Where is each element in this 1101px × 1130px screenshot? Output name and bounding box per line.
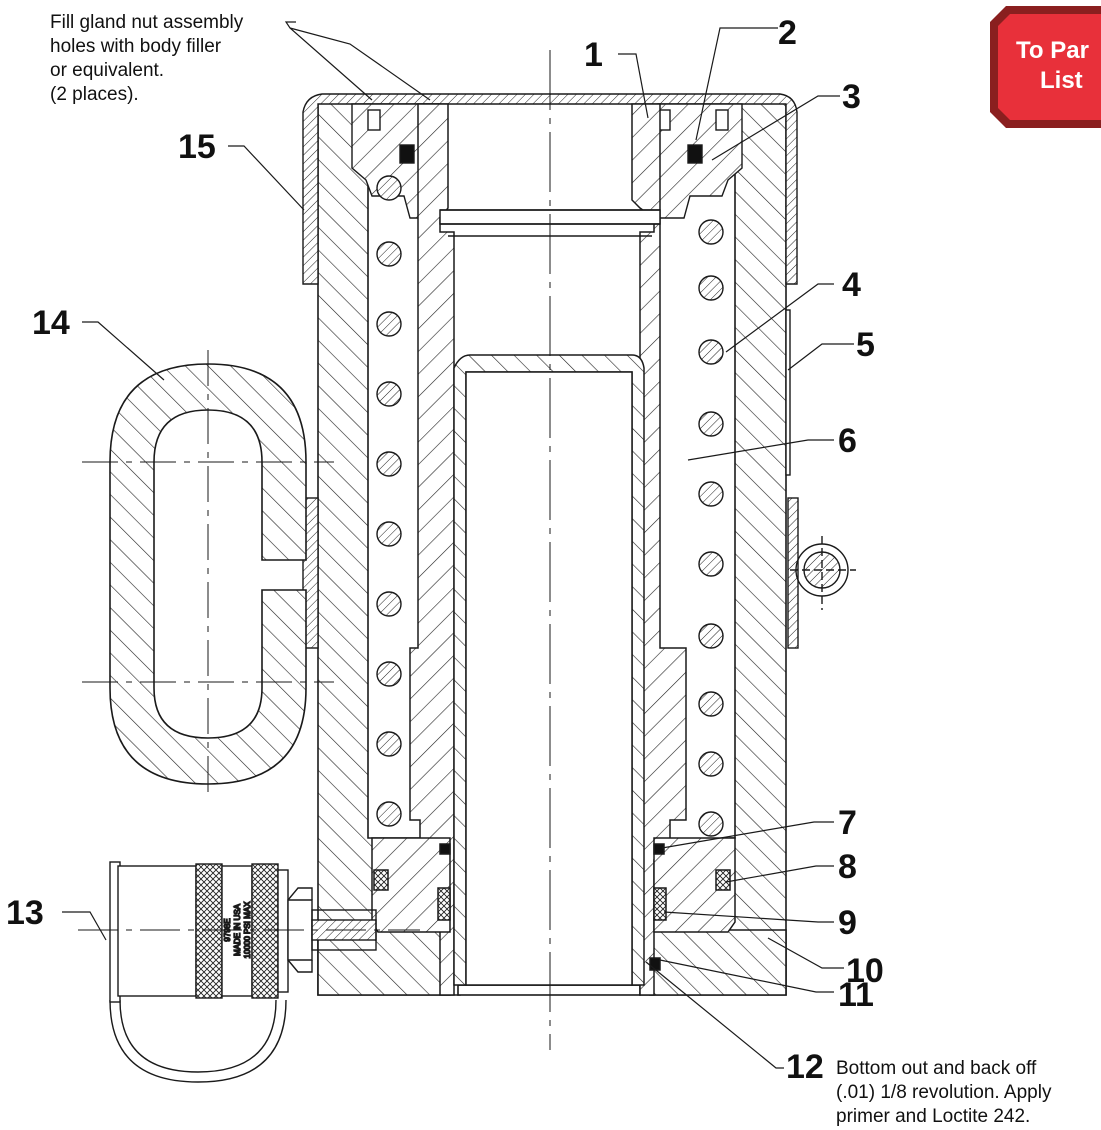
callout-11: 11 [838,976,874,1014]
gland-nut-right [657,103,743,219]
note-gland-fill-line1: Fill gland nut assembly [50,12,244,33]
button-label-line2: List [1040,67,1083,94]
return-spring-left [376,175,402,827]
nameplate [785,309,791,476]
button-label-line1: To Par [1016,37,1089,64]
coupler-label-line3: 10000 PSI MAX [243,901,252,959]
callout-1: 1 [584,36,603,74]
callout-4: 4 [842,266,861,304]
callout-7: 7 [838,804,857,842]
coupler-knurl-right [251,863,279,999]
carry-handle [82,350,334,800]
piston-rod [409,103,687,996]
callout-13: 13 [6,894,44,932]
button-face [998,14,1101,120]
note-bottom-out-line3: primer and Loctite 242. [836,1106,1030,1127]
quick-coupler: 9798E MADE IN USA 10000 PSI MAX [78,861,420,1083]
callout-9: 9 [838,904,857,942]
seal-7-right [653,843,665,855]
seal-7-left [439,843,451,855]
collar-ring [302,93,798,285]
callout-8: 8 [838,848,857,886]
coupler-knurl-left [195,863,223,999]
note-bottom-out-line1: Bottom out and back off [836,1058,1037,1079]
saddle-plate-right [787,497,799,649]
callout-2: 2 [778,14,797,52]
seal-8-left [373,869,389,891]
callout-3: 3 [842,78,861,116]
note-bottom-out-line2: (.01) 1/8 revolution. Apply [836,1082,1052,1103]
note-gland-fill: Fill gland nut assembly holes with body … [50,12,244,105]
seal-11 [649,957,661,971]
callout-5: 5 [856,326,875,364]
callout-10: 10 [846,952,884,990]
note-gland-fill-line2: holes with body filler [50,36,222,57]
note-gland-fill-line4: (2 places). [50,84,139,105]
to-parts-list-button[interactable]: To Par List [990,6,1101,128]
seal-9-left [437,887,451,921]
seal-8-right [715,869,731,891]
callout-15: 15 [178,128,216,166]
note-gland-fill-line3: or equivalent. [50,60,164,81]
callout-labels: 1 2 3 4 5 6 7 8 9 10 11 12 13 14 15 [6,14,884,1086]
leader-lines [62,21,854,1069]
callout-14: 14 [32,304,70,342]
seal-2-right [687,144,703,164]
note-bottom-out: Bottom out and back off (.01) 1/8 revolu… [836,1058,1052,1127]
callout-6: 6 [838,422,857,460]
return-spring-right [698,219,724,837]
seal-2-left [399,144,415,164]
seal-9-right [653,887,667,921]
callout-12: 12 [786,1048,824,1086]
